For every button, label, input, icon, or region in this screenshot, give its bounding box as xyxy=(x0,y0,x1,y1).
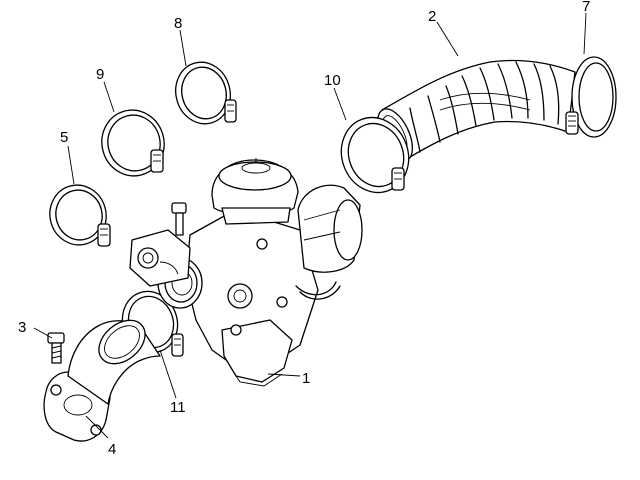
callout-11: 11 xyxy=(170,399,186,416)
callout-4: 4 xyxy=(108,441,116,458)
callout-7: 7 xyxy=(582,0,590,15)
hose-clamp-10 xyxy=(340,116,410,194)
callout-5: 5 xyxy=(60,129,68,146)
hose-clamp-7 xyxy=(565,56,617,138)
callout-2: 2 xyxy=(428,8,436,25)
hose-clamp-5 xyxy=(49,184,111,247)
callout-8: 8 xyxy=(174,15,182,32)
intake-manifold xyxy=(43,319,161,442)
leader-lines xyxy=(33,12,587,439)
hose-clamp-8 xyxy=(175,61,237,125)
carburetor xyxy=(129,158,363,387)
screw xyxy=(47,332,65,364)
callout-3: 3 xyxy=(18,319,26,336)
callout-9: 9 xyxy=(96,66,104,83)
hose-clamp-9 xyxy=(101,109,165,177)
callout-1: 1 xyxy=(302,370,310,387)
callout-10: 10 xyxy=(324,72,341,89)
